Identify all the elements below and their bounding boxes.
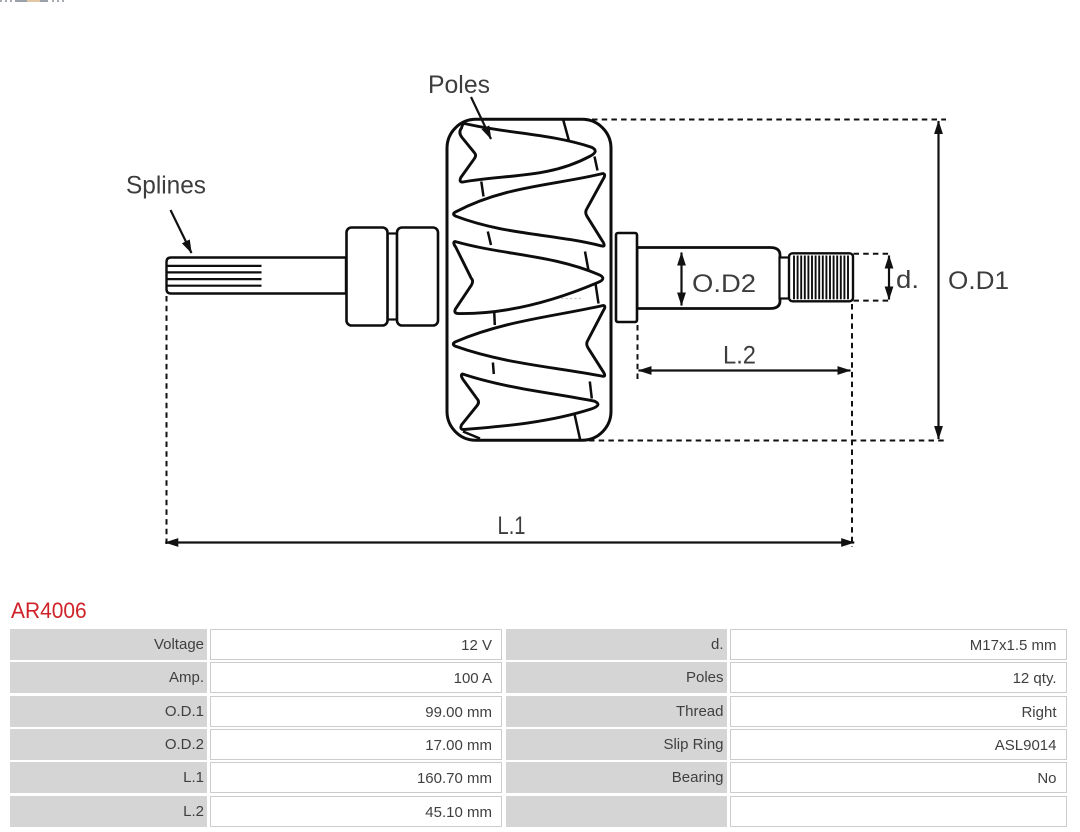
svg-text:L.2: L.2 — [723, 342, 756, 370]
svg-text:O.D2: O.D2 — [692, 270, 756, 298]
svg-text:O.D1: O.D1 — [948, 267, 1009, 295]
svg-text:L.1: L.1 — [498, 512, 526, 540]
svg-text:Poles: Poles — [428, 71, 490, 99]
svg-text:Splines: Splines — [126, 172, 206, 200]
svg-text:d.: d. — [896, 266, 919, 294]
